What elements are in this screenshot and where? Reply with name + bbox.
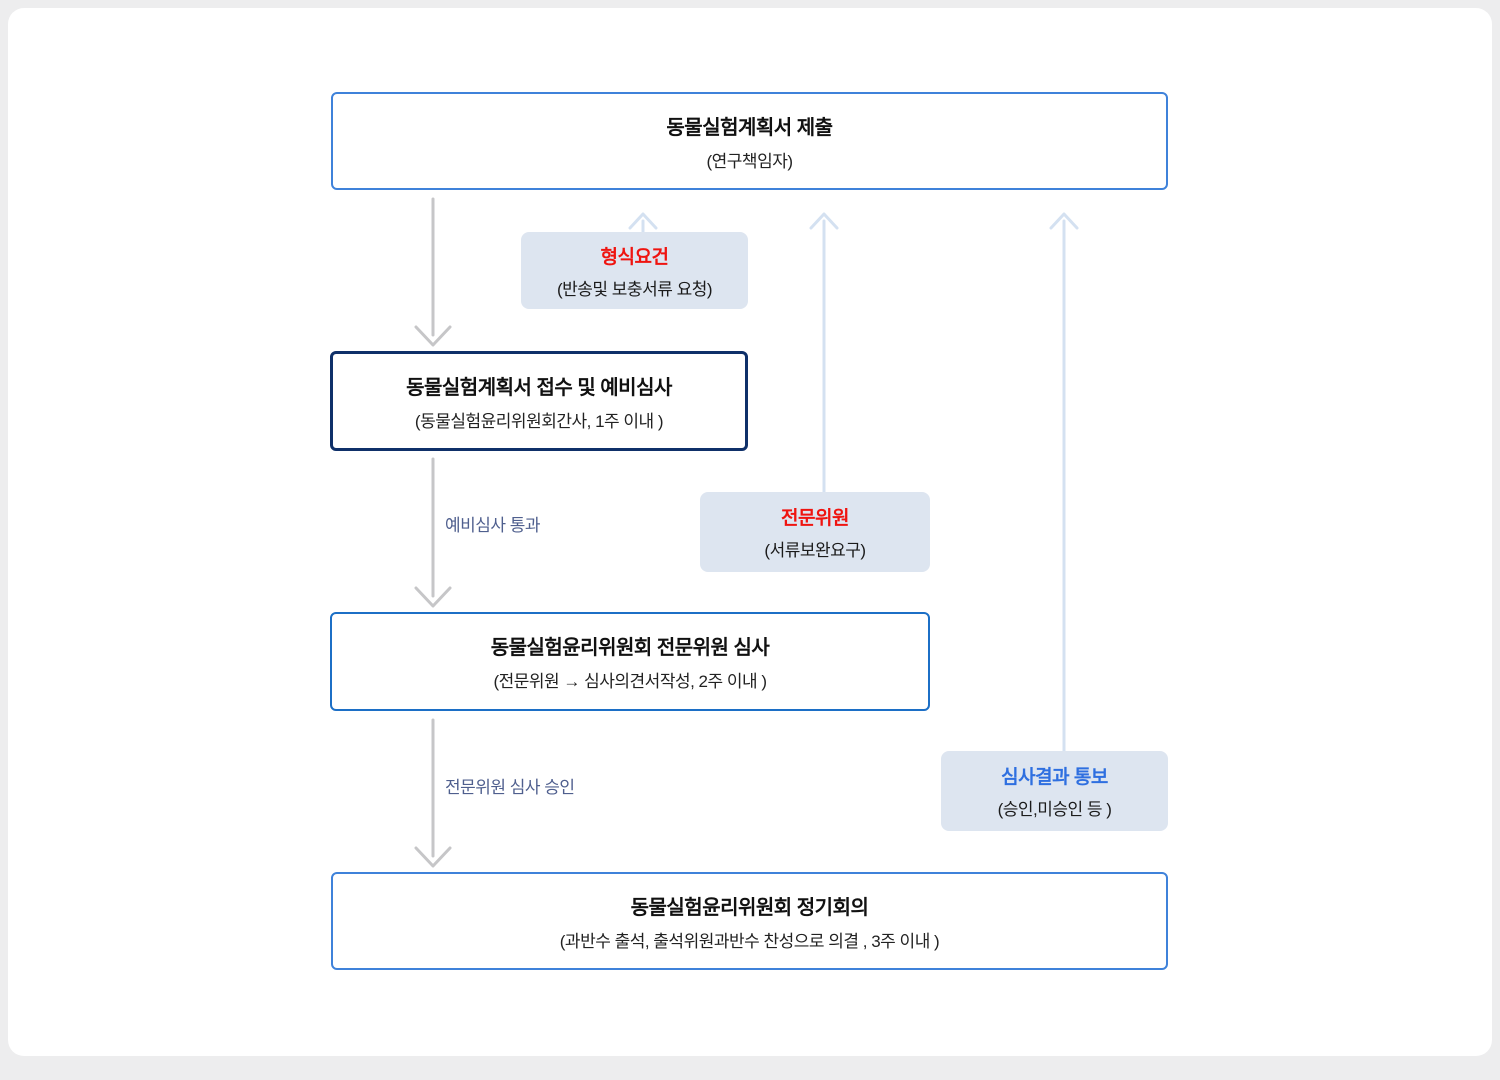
callout-review-result-notice: 심사결과 통보 (승인,미승인 등 ): [941, 751, 1168, 831]
callout-subtitle: (승인,미승인 등 ): [997, 800, 1112, 819]
arrow-up-result-notice: [1049, 212, 1079, 762]
step-box-expert-review: 동물실험윤리위원회 전문위원 심사 (전문위원 → 심사의견서작성, 2주 이내…: [330, 612, 930, 711]
edge-label-preliminary-pass: 예비심사 통과: [445, 516, 541, 535]
step-box-receipt-preliminary-review: 동물실험계획서 접수 및 예비심사 (동물실험윤리위원회간사, 1주 이내 ): [330, 351, 748, 451]
callout-title: 심사결과 통보: [1001, 767, 1108, 788]
step-box-regular-meeting: 동물실험윤리위원회 정기회의 (과반수 출석, 출석위원과반수 찬성으로 의결 …: [331, 872, 1168, 970]
edge-label-expert-approval: 전문위원 심사 승인: [445, 778, 575, 797]
arrow-down-submit-to-receipt: [414, 197, 452, 347]
callout-title: 형식요건: [600, 246, 669, 268]
step-subtitle: (연구책임자): [706, 151, 793, 171]
diagram-card: 동물실험계획서 제출 (연구책임자) 동물실험계획서 접수 및 예비심사 (동물…: [8, 8, 1492, 1056]
step-box-plan-submission: 동물실험계획서 제출 (연구책임자): [331, 92, 1168, 190]
step-title: 동물실험계획서 제출: [666, 116, 833, 139]
arrow-up-expert-request: [809, 212, 839, 501]
step-title: 동물실험계획서 접수 및 예비심사: [406, 376, 672, 399]
callout-subtitle: (서류보완요구): [764, 541, 866, 560]
step-subtitle: (과반수 출석, 출석위원과반수 찬성으로 의결 , 3주 이내 ): [559, 931, 940, 951]
callout-subtitle: (반송및 보충서류 요청): [556, 279, 713, 299]
callout-expert-document-request: 전문위원 (서류보완요구): [700, 492, 930, 572]
step-subtitle: (동물실험윤리위원회간사, 1주 이내 ): [414, 411, 664, 431]
step-title: 동물실험윤리위원회 전문위원 심사: [490, 637, 770, 659]
step-subtitle: (전문위원 → 심사의견서작성, 2주 이내 ): [493, 672, 767, 691]
callout-title: 전문위원: [781, 508, 849, 529]
step-title: 동물실험윤리위원회 정기회의: [630, 896, 869, 919]
callout-formal-requirement: 형식요건 (반송및 보충서류 요청): [521, 232, 748, 309]
